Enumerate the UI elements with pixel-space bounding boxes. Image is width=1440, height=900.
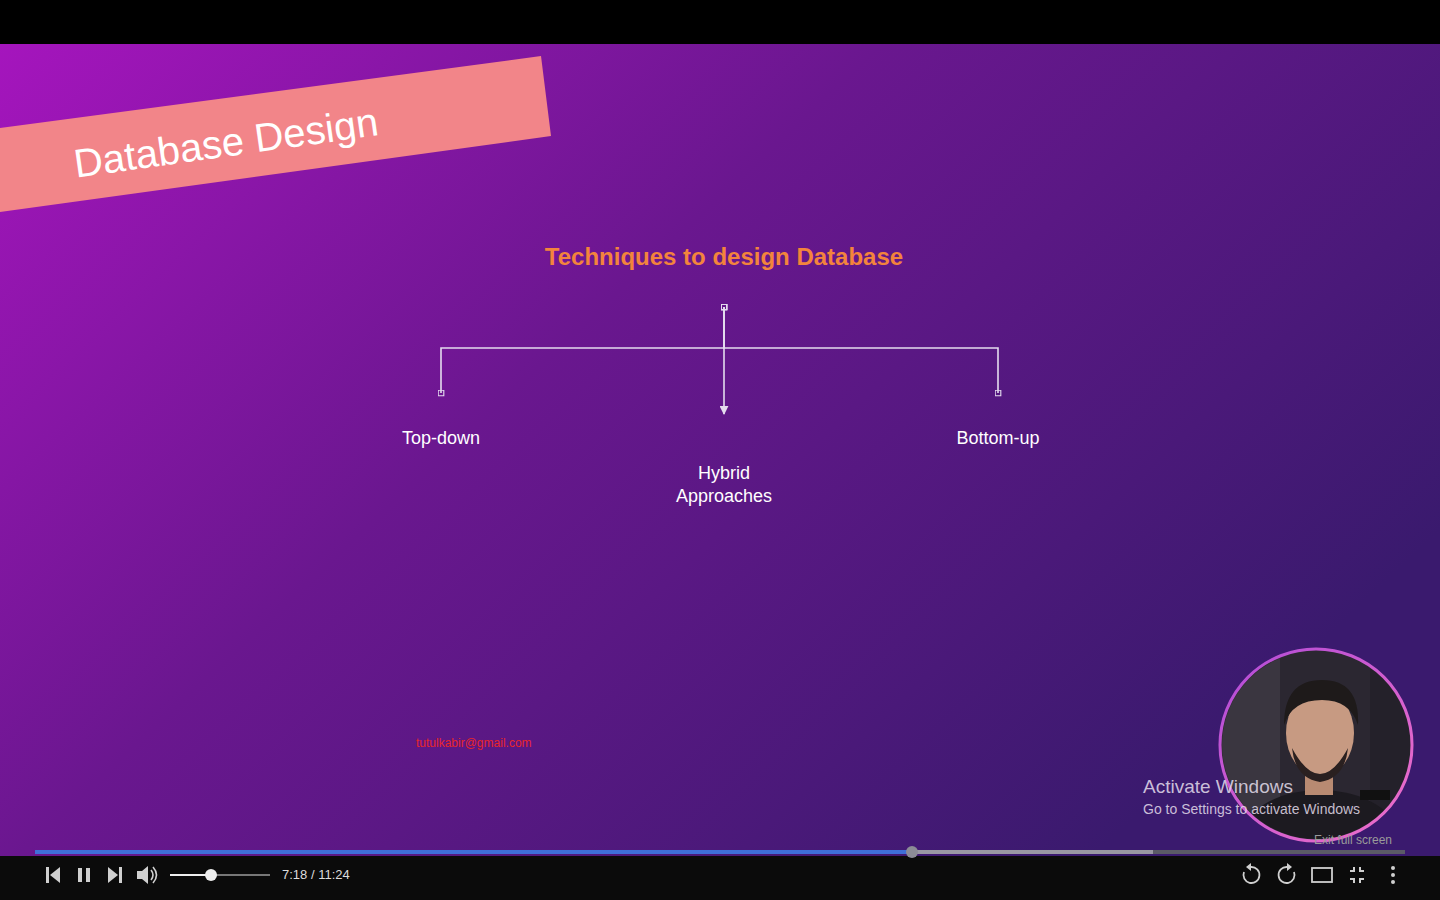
technique-label: Hybrid Approaches — [655, 414, 793, 508]
next-icon — [108, 867, 122, 883]
player-bar — [0, 856, 1440, 900]
exit-fullscreen-icon — [1350, 867, 1364, 883]
forward-icon — [1279, 863, 1295, 883]
node-text: Top-down — [398, 427, 485, 450]
node-text: Hybrid Approaches — [655, 462, 793, 509]
theater-icon — [1312, 868, 1332, 882]
tree-connector — [724, 307, 998, 393]
rewind-icon — [1243, 863, 1259, 883]
email-watermark: tutulkabir@gmail.com — [416, 736, 532, 750]
title-banner — [0, 56, 551, 212]
previous-icon — [46, 867, 60, 883]
progress-knob — [906, 846, 918, 858]
tree-connector — [441, 307, 724, 393]
progress-buffer — [35, 850, 1153, 854]
volume-slider — [170, 869, 270, 881]
activation-watermark: Activate Windows — [1143, 776, 1293, 798]
technique-label: Top-down — [398, 393, 485, 451]
time-readout: 7:18 / 11:24 — [282, 867, 350, 882]
volume-icon — [137, 866, 157, 884]
more-icon — [1391, 866, 1395, 884]
progress-played — [35, 850, 912, 854]
activation-watermark: Go to Settings to activate Windows — [1143, 801, 1360, 817]
slide-ground — [0, 44, 1440, 856]
pause-icon — [78, 868, 90, 882]
node-text: Techniques to design Database — [541, 241, 908, 272]
tooltip-text: Exit full screen — [1314, 833, 1392, 847]
root-heading: Techniques to design Database — [541, 241, 908, 303]
top-bar — [0, 0, 1440, 44]
technique-label: Bottom-up — [952, 393, 1044, 451]
slide-title: Database Design — [71, 99, 381, 186]
progress-track — [35, 850, 1405, 854]
node-text: Bottom-up — [952, 427, 1044, 450]
